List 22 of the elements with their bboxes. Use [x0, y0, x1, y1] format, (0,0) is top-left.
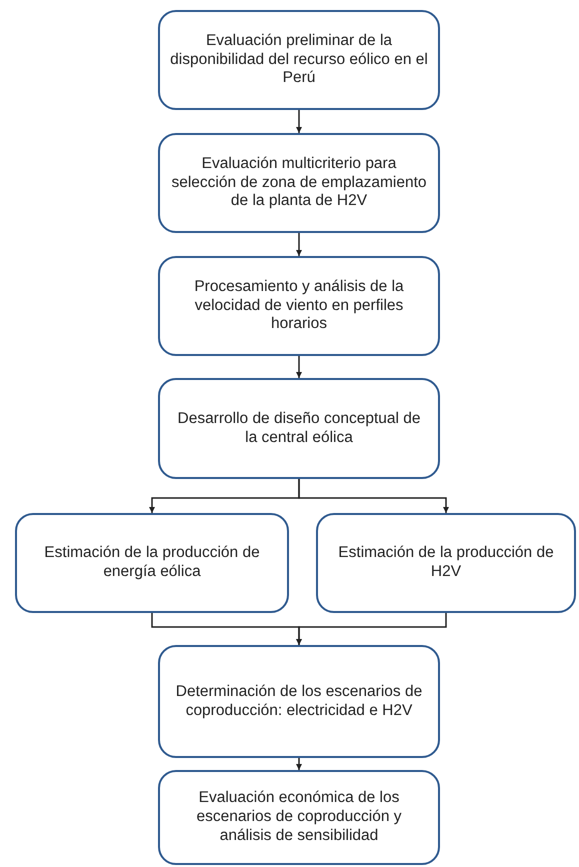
step-text: Evaluación preliminar de la disponibilidad del recurso eólico en el Perú	[170, 32, 428, 88]
process-box	[158, 10, 440, 110]
arrow	[296, 110, 302, 133]
step-text: Evaluación multicriterio para selección de zona de emplazamiento de la planta de H2V	[170, 154, 428, 212]
process-box	[158, 770, 440, 865]
step-text: Procesamiento y análisis de la velocidad de viento en perfiles horarios	[193, 278, 405, 334]
process-box	[316, 513, 576, 613]
arrow	[296, 613, 447, 645]
process-box	[158, 645, 440, 758]
arrow	[298, 479, 449, 513]
arrow	[296, 233, 302, 256]
arrow	[296, 356, 302, 378]
process-box	[158, 378, 440, 479]
step-text: Determinación de los escenarios de coproducción: electricidad e H2V	[174, 682, 424, 720]
arrow	[296, 758, 302, 770]
process-box	[158, 256, 440, 356]
process-box	[15, 513, 289, 613]
process-box	[158, 133, 440, 233]
step-text: Desarrollo de diseño conceptual de la central eólica	[176, 410, 422, 448]
step-text: Estimación de la producción de H2V	[337, 544, 555, 582]
step-text: Evaluación económica de los escenarios de coproducción y análisis de sensibilidad	[195, 789, 403, 846]
step-text: Estimación de la producción de energía eólica	[43, 544, 261, 582]
